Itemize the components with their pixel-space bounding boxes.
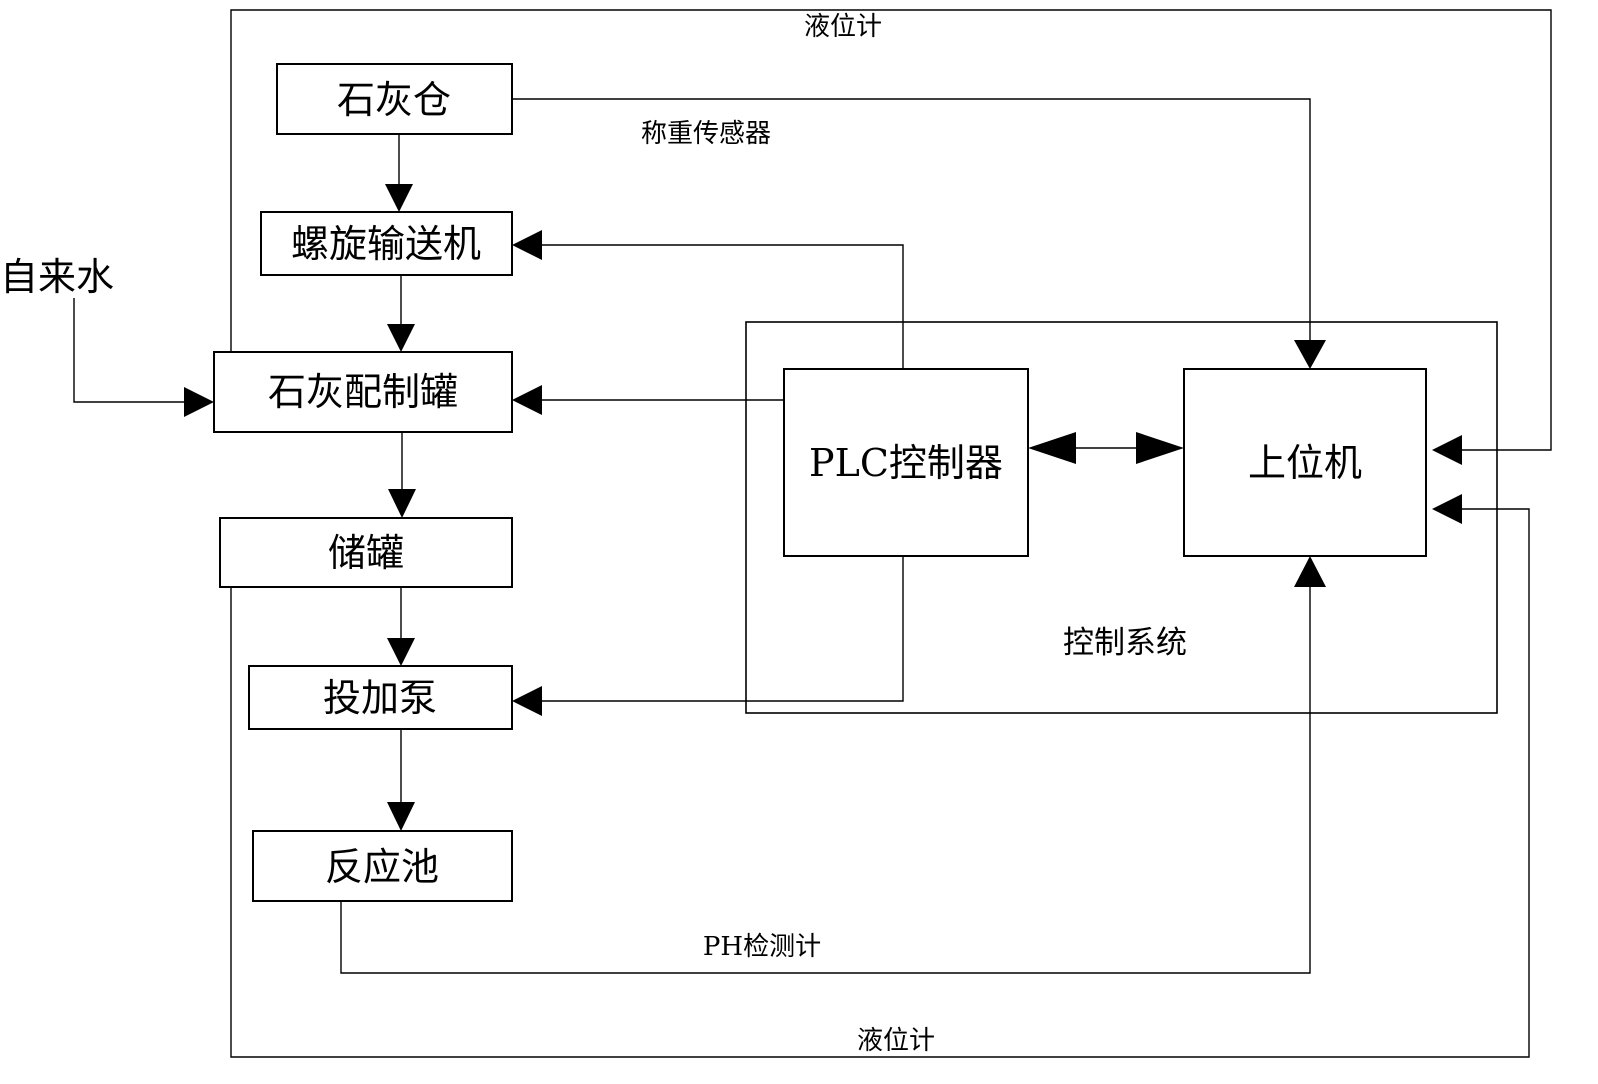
arrow-down-to-prep xyxy=(387,324,415,352)
arrow-up-to-host xyxy=(1294,556,1326,587)
storage-tank-box: 储罐 xyxy=(219,517,513,588)
ph-meter-label: PH检测计 xyxy=(703,932,821,962)
arrow-right-to-host xyxy=(1136,432,1184,464)
lime-bin-label: 石灰仓 xyxy=(337,78,451,122)
tap-water-line xyxy=(73,298,186,403)
arrow-down-to-storage xyxy=(388,489,416,518)
process-diagram: 石灰仓 螺旋输送机 石灰配制罐 储罐 投加泵 反应池 PLC控制器 上位机 自来… xyxy=(0,9,1552,1058)
control-system-label: 控制系统 xyxy=(1063,625,1187,661)
plc-to-conveyor-line xyxy=(542,244,904,369)
screw-conveyor-box: 螺旋输送机 xyxy=(260,211,513,276)
weighing-sensor-line xyxy=(512,98,1311,342)
dosing-pump-rect xyxy=(248,665,513,730)
arrow-left-to-conveyor xyxy=(512,230,542,260)
arrow-right-to-prep xyxy=(184,387,214,417)
screw-conveyor-label: 螺旋输送机 xyxy=(291,222,481,266)
connectors xyxy=(73,9,1552,1058)
arrow-left-to-host-lower xyxy=(1432,494,1462,524)
arrow-down-to-conveyor xyxy=(385,184,413,212)
reaction-tank-box: 反应池 xyxy=(252,830,513,902)
storage-tank-rect xyxy=(219,517,513,588)
weighing-sensor-label: 称重传感器 xyxy=(641,119,771,149)
lime-prep-tank-rect xyxy=(213,351,513,433)
lime-bin-rect xyxy=(276,63,513,135)
arrow-down-to-pump xyxy=(387,638,415,666)
arrow-left-to-host-upper xyxy=(1432,435,1462,465)
reaction-tank-rect xyxy=(252,830,513,902)
tap-water-label: 自来水 xyxy=(0,255,114,299)
host-computer-label: 上位机 xyxy=(1248,441,1362,485)
arrow-left-to-plc xyxy=(1028,432,1076,464)
storage-tank-label: 储罐 xyxy=(328,531,404,575)
plc-controller-rect xyxy=(783,368,1029,557)
reaction-tank-label: 反应池 xyxy=(325,845,439,889)
arrow-down-to-host xyxy=(1294,340,1326,369)
level-meter-top-line xyxy=(230,9,1552,451)
screw-conveyor-rect xyxy=(260,211,513,276)
dosing-pump-label: 投加泵 xyxy=(323,676,437,720)
plc-controller-label: PLC控制器 xyxy=(809,441,1003,485)
level-meter-bottom-line xyxy=(230,508,1530,1058)
host-computer-rect xyxy=(1183,368,1427,557)
level-meter-bottom-label: 液位计 xyxy=(857,1026,935,1056)
arrow-left-to-prep xyxy=(512,385,542,415)
lime-prep-tank-label: 石灰配制罐 xyxy=(268,370,458,414)
level-meter-top-label: 液位计 xyxy=(804,12,882,42)
plc-to-pump-line xyxy=(542,556,904,702)
lime-prep-tank-box: 石灰配制罐 xyxy=(213,351,513,433)
arrow-down-to-reaction xyxy=(387,802,415,831)
control-system-frame xyxy=(745,321,1498,714)
lime-bin-box: 石灰仓 xyxy=(276,63,513,135)
plc-controller-box: PLC控制器 xyxy=(783,368,1029,557)
ph-meter-line xyxy=(340,586,1311,974)
host-computer-box: 上位机 xyxy=(1183,368,1427,557)
arrowheads xyxy=(184,184,1462,831)
dosing-pump-box: 投加泵 xyxy=(248,665,513,730)
arrow-left-to-pump xyxy=(512,686,542,716)
